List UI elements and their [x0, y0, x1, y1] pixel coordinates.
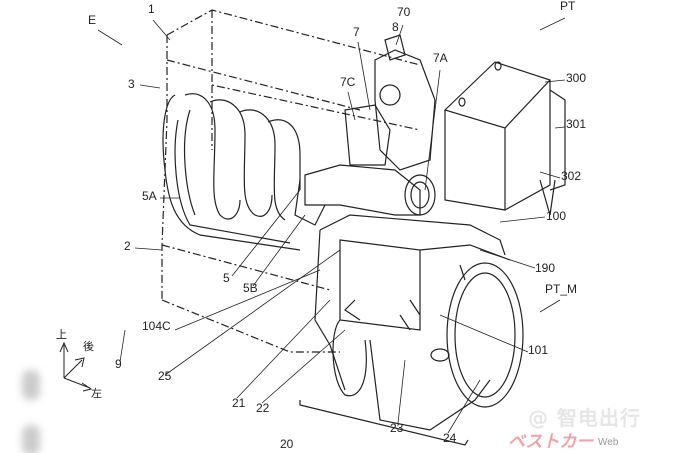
ref-label: 300 — [566, 71, 587, 85]
ref-label: 23 — [390, 421, 404, 435]
engine-block — [314, 214, 524, 431]
intake-manifold — [162, 93, 301, 251]
watermark-text: @ 智电出行 — [528, 406, 641, 430]
ref-label: PT_M — [545, 282, 578, 296]
axis-up-label: 上 — [56, 328, 67, 341]
watermark-suffix: Web — [598, 437, 619, 448]
ref-label: 20 — [280, 437, 294, 451]
ref-label: PT — [560, 0, 576, 13]
ref-label: 24 — [443, 431, 457, 445]
ref-label: 5A — [142, 189, 157, 203]
ref-label: 7A — [433, 51, 448, 65]
battery-unit — [443, 61, 566, 216]
ref-label: 190 — [535, 261, 556, 275]
ref-label: 5B — [243, 281, 258, 295]
ref-label: E — [88, 13, 97, 27]
ref-label: 9 — [115, 357, 122, 371]
bracket-20 — [299, 400, 469, 446]
ref-label: 22 — [256, 401, 270, 415]
scan-shadow — [22, 370, 40, 400]
envelope-box — [161, 9, 421, 353]
ref-label: 302 — [561, 169, 582, 183]
throttle-body — [294, 34, 436, 226]
scan-shadow — [22, 425, 40, 453]
ref-label: 5 — [223, 271, 230, 285]
ref-label: 25 — [158, 369, 172, 383]
ref-label: 301 — [566, 117, 587, 131]
ref-label: 8 — [392, 20, 399, 34]
ref-label: 7C — [340, 75, 356, 89]
axis-back-label: 後 — [83, 340, 94, 353]
ref-label: 1 — [148, 2, 155, 16]
leader-lines — [97, 17, 566, 434]
ref-label: 70 — [397, 5, 411, 19]
watermark-brand: ベストカー — [508, 432, 594, 452]
ref-label: 104C — [142, 319, 171, 333]
axis-left-label: 左 — [91, 387, 102, 400]
ref-label: 101 — [528, 343, 549, 357]
direction-axes — [59, 341, 93, 392]
ref-label: 21 — [232, 396, 246, 410]
ref-label: 7 — [353, 25, 360, 39]
ref-label: 100 — [546, 209, 567, 223]
ref-label: 2 — [124, 239, 131, 253]
ref-label: 3 — [128, 77, 135, 91]
